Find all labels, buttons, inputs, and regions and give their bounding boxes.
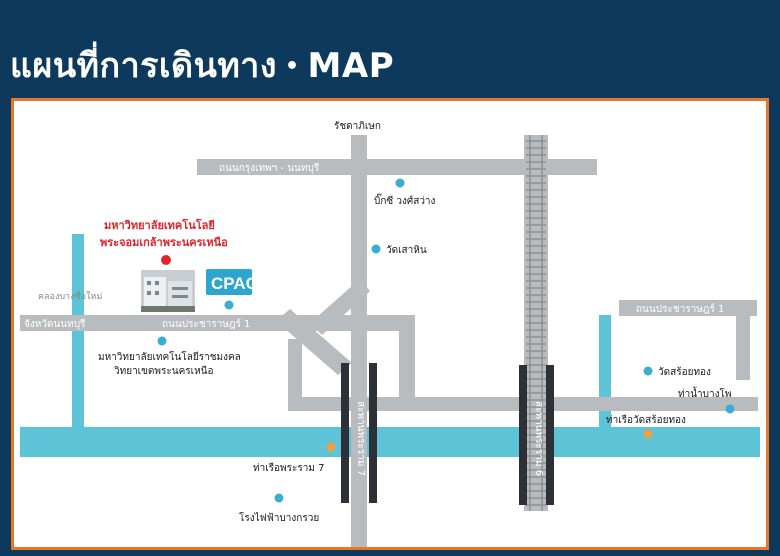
label-rmutk-line2: วิทยาเขตพระนครเหนือ	[114, 365, 214, 377]
page-title: แผนที่การเดินทาง • MAP	[10, 38, 394, 92]
road-diagonal-sw	[276, 309, 352, 375]
road-right-vertical	[736, 300, 750, 380]
label-pracharat1-right: ถนนประชาราษฎร์ 1	[636, 303, 724, 315]
cpac-logo-text: CPAC	[211, 274, 258, 293]
road-loop-left	[288, 339, 302, 411]
label-big-c: บิ๊กซี วงศ์สว่าง	[374, 193, 436, 207]
bridge-rama7-bar-left	[341, 363, 349, 503]
label-tha-nam-bang-pho: ท่าน้ำบางโพ	[678, 386, 731, 400]
label-pracharat1-left: ถนนประชาราษฎร์ 1	[162, 318, 250, 330]
label-power-plant: โรงไฟฟ้าบางกรวย	[239, 511, 319, 524]
road-pracharat1-right	[619, 300, 757, 316]
label-pier-wat-soi-thong: ท่าเรือวัดสร้อยทอง	[606, 414, 686, 426]
label-kmutnb-line2: พระจอมเกล้าพระนครเหนือ	[100, 236, 228, 249]
label-bridge-rama6: สะพานพระราม 6	[533, 401, 544, 476]
pier-marker-rama7[interactable]	[326, 442, 336, 452]
chao-phraya-river	[20, 427, 760, 457]
university-marker[interactable]	[161, 255, 171, 265]
poi-marker-rmutk[interactable]	[157, 336, 167, 346]
poi-marker-wat-soi-thong[interactable]	[643, 366, 653, 376]
poi-marker-tha-nam-bang-pho[interactable]	[725, 404, 735, 414]
label-pier-rama7: ท่าเรือพระราม 7	[253, 462, 324, 474]
bridge-rama7-bar-right	[369, 363, 377, 503]
title-english: MAP	[307, 46, 395, 86]
label-rmutk-line1: มหาวิทยาลัยเทคโนโลยีราชมงคล	[98, 350, 241, 363]
cpac-logo: CPAC	[206, 269, 258, 295]
poi-marker-power-plant[interactable]	[274, 493, 284, 503]
label-canal: คลองบางซื่อใหม่	[38, 289, 102, 302]
railway-ties	[526, 140, 546, 506]
title-thai: แผนที่การเดินทาง	[10, 46, 277, 86]
canal-left	[72, 234, 84, 432]
map-canvas: รัชดาภิเษก ถนนกรุงเทพฯ - นนทบุรี จังหวัด…	[20, 121, 760, 547]
label-ratchadaphisek: รัชดาภิเษก	[334, 121, 381, 132]
label-wat-sao-hin: วัดเสาหิน	[386, 245, 427, 256]
university-photo	[141, 270, 195, 312]
bridge-rama6-bar-right	[546, 365, 554, 505]
map-frame: รัชดาภิเษก ถนนกรุงเทพฯ - นนทบุรี จังหวัด…	[11, 98, 769, 550]
label-kmutnb-line1: มหาวิทยาลัยเทคโนโลยี	[104, 218, 215, 232]
poi-marker-wat-sao-hin[interactable]	[371, 244, 381, 254]
label-nonthaburi-province: จังหวัดนนทบุรี	[24, 318, 86, 330]
label-bridge-rama7: สะพานพระราม 7	[355, 401, 366, 476]
label-krungthep-nonthaburi: ถนนกรุงเทพฯ - นนทบุรี	[219, 162, 320, 174]
road-loop-right	[399, 315, 415, 411]
cpac-marker[interactable]	[224, 300, 234, 310]
pier-marker-wat-soi-thong[interactable]	[643, 429, 653, 439]
road-diagonal-ne	[310, 279, 370, 335]
title-separator: •	[284, 54, 300, 79]
label-wat-soi-thong: วัดสร้อยทอง	[658, 366, 711, 378]
bridge-rama6-bar-left	[519, 365, 527, 505]
road-krungthep-nonthaburi	[197, 159, 597, 175]
poi-marker-big-c[interactable]	[395, 178, 405, 188]
road-ratchadaphisek	[351, 135, 367, 547]
